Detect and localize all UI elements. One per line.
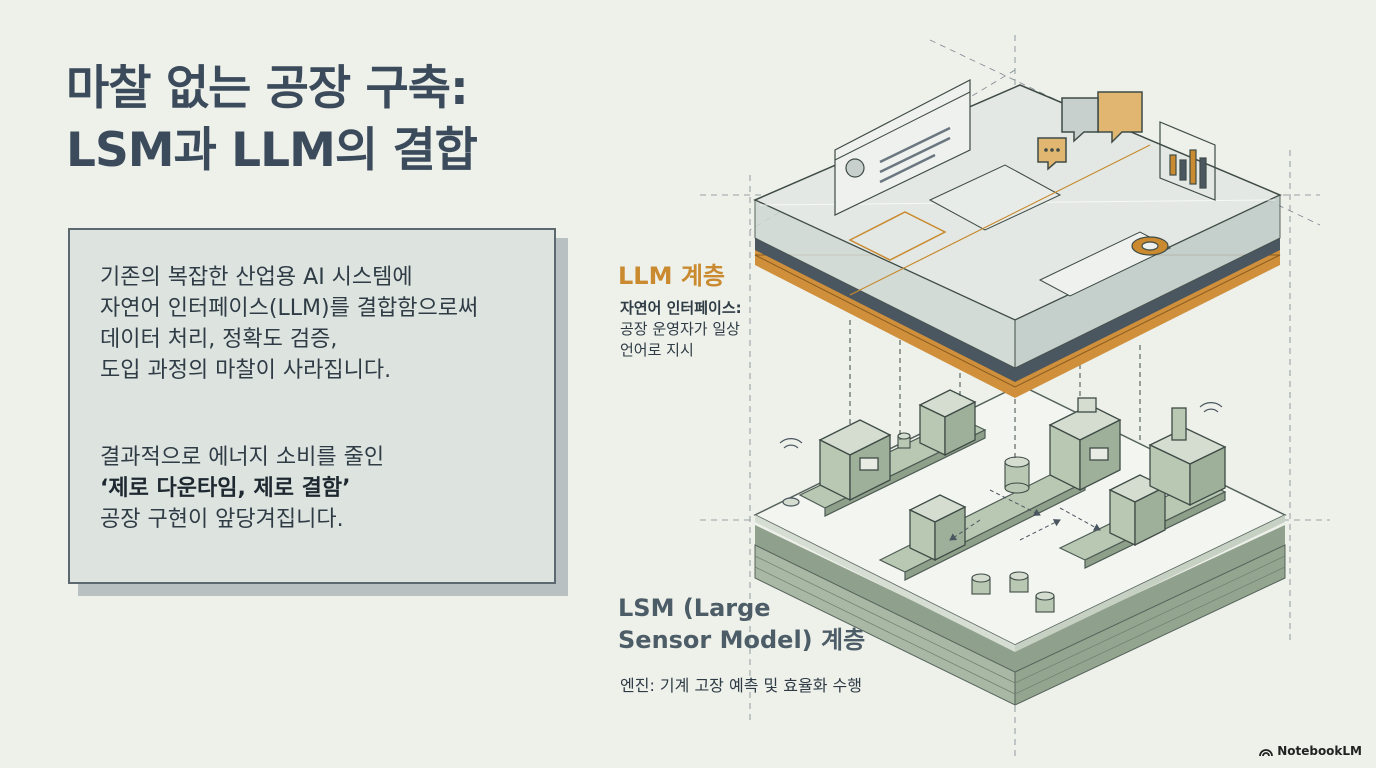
- sensor-wifi-icons: [779, 402, 1223, 507]
- brand-label: NotebookLM: [1277, 744, 1362, 758]
- llm-interface-screens: [834, 79, 1172, 297]
- paragraph-2-line: 결과적으로 에너지 소비를 줄인: [100, 445, 385, 470]
- llm-subtitle-line: 공장 운영자가 일상: [620, 320, 740, 338]
- paragraph-1-line: 자연어 인터페이스(LLM)를 결합함으로써: [100, 296, 479, 321]
- data-storage-cylinders: [897, 432, 1055, 613]
- llm-subtitle-bold: 자연어 인터페이스:: [620, 299, 742, 317]
- lsm-title-line: LSM (Large: [618, 594, 771, 622]
- paragraph-1-line: 도입 과정의 마찰이 사라집니다.: [100, 358, 392, 383]
- description-card: 기존의 복잡한 산업용 AI 시스템에 자연어 인터페이스(LLM)를 결합함으…: [68, 228, 556, 584]
- title-line-2: LSM과 LLM의 결합: [66, 123, 478, 178]
- paragraph-1-line: 데이터 처리, 정확도 검증,: [100, 327, 338, 352]
- paragraph-1-line: 기존의 복잡한 산업용 AI 시스템에: [100, 265, 413, 290]
- llm-layer-title: LLM 계층: [618, 262, 725, 290]
- description-paragraph-1: 기존의 복잡한 산업용 AI 시스템에 자연어 인터페이스(LLM)를 결합함으…: [100, 262, 478, 386]
- lsm-layer-description: 엔진: 기계 고장 예측 및 효율화 수행: [620, 676, 862, 695]
- zero-downtime-highlight: ‘제로 다운타임, 제로 결함’: [100, 476, 351, 501]
- lsm-title-line: Sensor Model) 계층: [618, 626, 866, 654]
- paragraph-2-line: 공장 구현이 앞당겨집니다.: [100, 507, 344, 532]
- description-paragraph-2: 결과적으로 에너지 소비를 줄인 ‘제로 다운타임, 제로 결함’ 공장 구현이…: [100, 442, 384, 535]
- notebooklm-brand: NotebookLM: [1259, 744, 1362, 758]
- page-title: 마찰 없는 공장 구축: LSM과 LLM의 결합: [66, 58, 626, 182]
- bar-chart-icon: [1159, 121, 1216, 201]
- machine-3: [1048, 397, 1122, 492]
- llm-subtitle-line: 언어로 지시: [620, 341, 694, 359]
- flow-arrows: [949, 489, 1101, 541]
- llm-layer-description: 자연어 인터페이스: 공장 운영자가 일상 언어로 지시: [620, 298, 742, 361]
- lsm-layer-title: LSM (Large Sensor Model) 계층: [618, 592, 865, 656]
- title-line-1: 마찰 없는 공장 구축:: [66, 61, 469, 116]
- llm-layer-slab: [753, 84, 1282, 398]
- machine-2: [918, 389, 977, 457]
- chat-bubble-icons: [1037, 91, 1143, 171]
- machine-1: [818, 419, 892, 502]
- notebooklm-logo-icon: [1259, 749, 1274, 757]
- machine-6: [1148, 407, 1227, 507]
